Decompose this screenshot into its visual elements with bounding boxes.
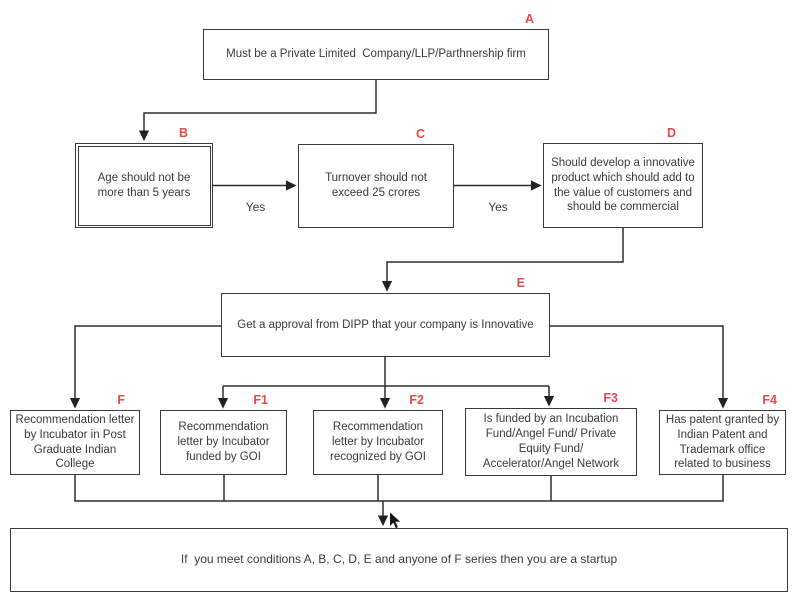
node-a-text: Must be a Private Limited Company/LLP/Pa… [226,48,526,61]
flow-node-a: A Must be a Private Limited Company/LLP/… [203,13,549,80]
node-c-text: Turnover should not exceed 25 crores [325,172,431,199]
flow-node-d: D Should develop a innovative product wh… [543,127,703,228]
node-f1-text: Recommendation letter by Incubator funde… [177,421,273,463]
flow-node-e: E Get a approval from DIPP that your com… [221,277,550,357]
flow-node-f: F Recommendation letter by Incubator in … [10,394,140,475]
flow-node-c: C Turnover should not exceed 25 crores [298,128,454,228]
mouse-pointer-icon [390,512,401,529]
node-a-tag: A [524,12,534,26]
node-f4-tag: F4 [762,393,777,407]
node-d-text: Should develop a innovative product whic… [551,156,699,214]
node-f3-tag: F3 [603,391,618,405]
yes-label-c-d: Yes [488,200,508,214]
node-f2-tag: F2 [409,393,424,407]
edge-e-f4 [550,325,729,409]
node-d-tag: D [666,126,676,140]
edge-d-e [381,228,624,292]
edge-e-f [69,325,221,409]
flow-node-f2: F2 Recommendation letter by Incubator re… [313,394,443,475]
node-b-text: Age should not be more than 5 years [97,171,194,199]
node-e-tag: E [516,276,525,290]
flow-node-f3: F3 Is funded by an Incubation Fund/Angel… [465,392,637,476]
flow-node-f1: F1 Recommendation letter by Incubator fu… [160,394,287,475]
node-f1-tag: F1 [253,393,268,407]
node-result-text: If you meet conditions A, B, C, D, E and… [180,552,618,567]
flow-node-b: B Age should not be more than 5 years [75,127,213,228]
node-f-tag: F [117,393,125,407]
node-f4-text: Has patent granted by Indian Patent and … [665,413,783,471]
node-c-tag: C [415,127,425,141]
node-b-tag: B [178,126,188,140]
node-f2-text: Recommendation letter by Incubator recog… [330,421,428,463]
flow-node-f4: F4 Has patent granted by Indian Patent a… [659,394,786,475]
edge-a-b [138,80,377,142]
yes-label-b-c: Yes [245,200,266,214]
node-f-text: Recommendation letter by Incubator in Po… [15,413,138,471]
flow-node-result: If you meet conditions A, B, C, D, E and… [10,528,788,592]
node-f3-text: Is funded by an Incubation Fund/Angel Fu… [482,413,622,470]
node-e-text: Get a approval from DIPP that your compa… [237,318,534,331]
